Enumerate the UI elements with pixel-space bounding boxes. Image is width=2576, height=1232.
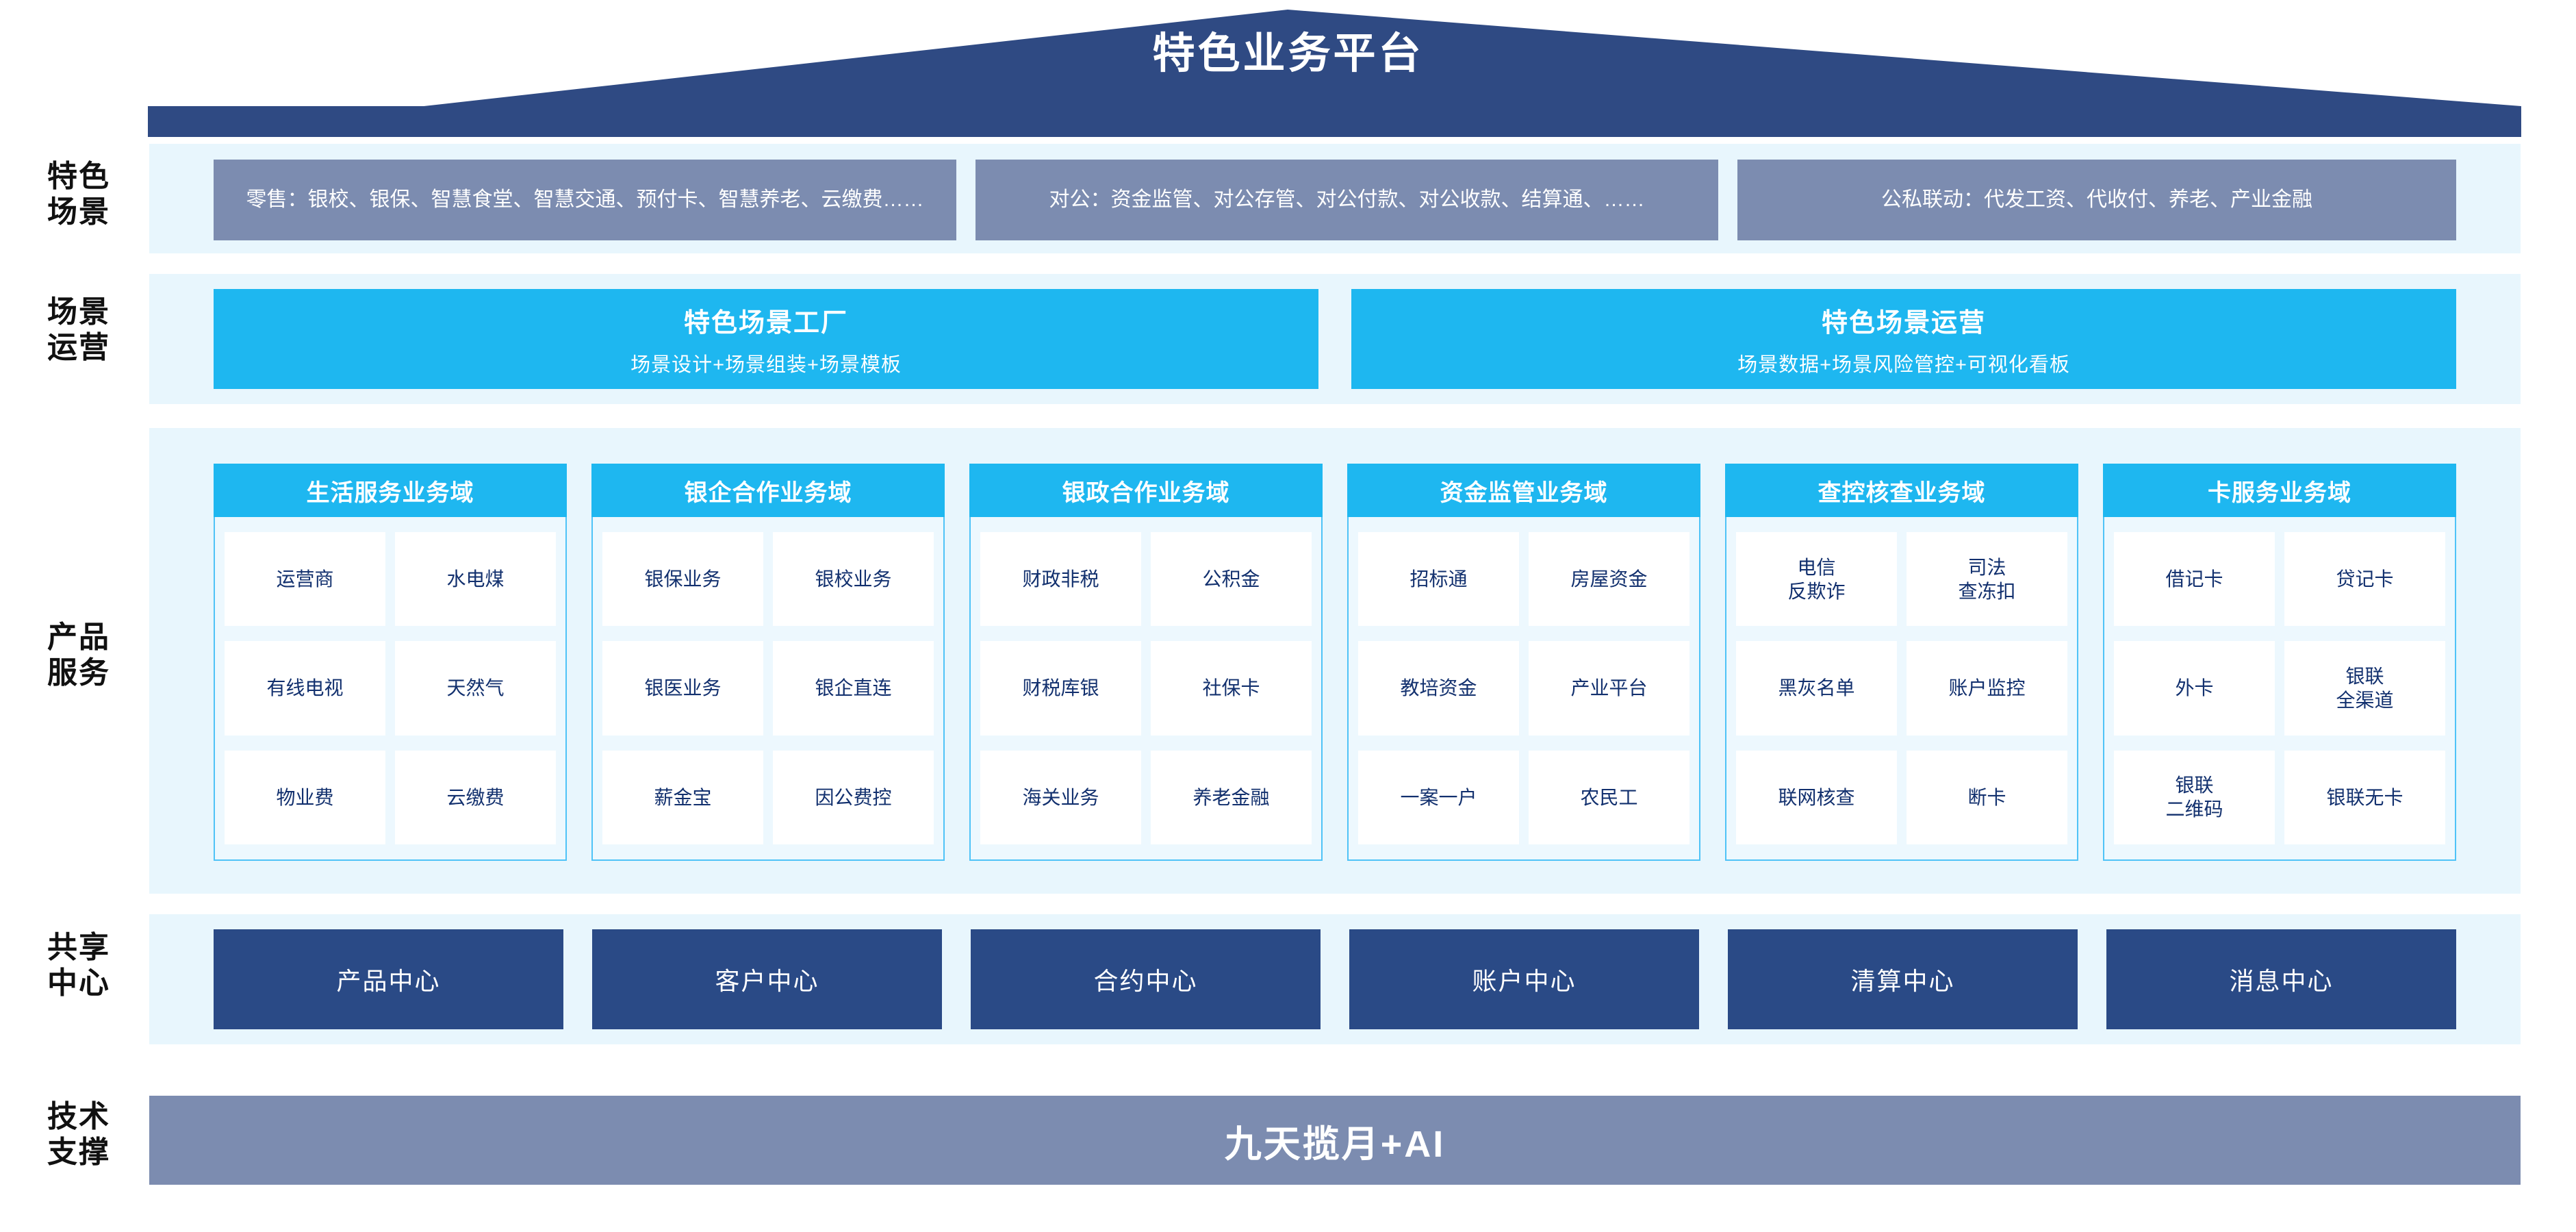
shared-center-product[interactable]: 产品中心 <box>214 929 563 1029</box>
operation-box-operations[interactable]: 特色场景运营 场景数据+场景风险管控+可视化看板 <box>1351 289 2456 389</box>
domain-item[interactable]: 断卡 <box>1907 750 2067 844</box>
shared-center-clearing[interactable]: 清算中心 <box>1728 929 2078 1029</box>
domain-item[interactable]: 云缴费 <box>395 750 556 844</box>
domain-item[interactable]: 水电煤 <box>395 532 556 627</box>
rail-label-operation: 场景 运营 <box>47 295 110 364</box>
operation-operations-subtitle: 场景数据+场景风险管控+可视化看板 <box>1737 353 2070 376</box>
domain-item[interactable]: 外卡 <box>2114 641 2275 736</box>
domain-item[interactable]: 教培资金 <box>1358 641 1519 736</box>
shared-center-message[interactable]: 消息中心 <box>2106 929 2456 1029</box>
domain-item[interactable]: 社保卡 <box>1151 641 1312 736</box>
domain-item[interactable]: 账户监控 <box>1907 641 2067 736</box>
operation-band: 特色场景工厂 场景设计+场景组装+场景模板 特色场景运营 场景数据+场景风险管控… <box>149 274 2521 404</box>
domain-item[interactable]: 一案一户 <box>1358 750 1519 844</box>
domain-title-bank-enterprise: 银企合作业务域 <box>591 464 945 517</box>
domain-title-fund-supervision: 资金监管业务域 <box>1347 464 1700 517</box>
domain-item[interactable]: 物业费 <box>225 750 385 844</box>
rail-label-shared: 共享 中心 <box>47 931 110 1000</box>
domain-item[interactable]: 银企直连 <box>773 641 934 736</box>
domain-card-card-service[interactable]: 卡服务业务域 借记卡 贷记卡 外卡 银联 全渠道 银联 二维码 银联无卡 <box>2103 464 2456 861</box>
product-domain-row: 生活服务业务域 运营商 水电煤 有线电视 天然气 物业费 云缴费 银企合作业务域… <box>214 464 2456 861</box>
domain-item-grid: 电信 反欺诈 司法 查冻扣 黑灰名单 账户监控 联网核查 断卡 <box>1726 517 2077 859</box>
platform-header: 特色业务平台 <box>0 0 2576 140</box>
domain-item[interactable]: 财政非税 <box>980 532 1141 627</box>
domain-card-life-service[interactable]: 生活服务业务域 运营商 水电煤 有线电视 天然气 物业费 云缴费 <box>214 464 567 861</box>
shared-center-row: 产品中心 客户中心 合约中心 账户中心 清算中心 消息中心 <box>214 929 2456 1029</box>
domain-item[interactable]: 薪金宝 <box>602 750 763 844</box>
shared-center-account[interactable]: 账户中心 <box>1349 929 1699 1029</box>
shared-center-customer[interactable]: 客户中心 <box>592 929 942 1029</box>
domain-item[interactable]: 贷记卡 <box>2284 532 2445 627</box>
domain-title-life-service: 生活服务业务域 <box>214 464 567 517</box>
scene-box-linkage[interactable]: 公私联动：代发工资、代收付、养老、产业金融 <box>1737 160 2456 240</box>
scene-box-row: 零售：银校、银保、智慧食堂、智慧交通、预付卡、智慧养老、云缴费…… 对公：资金监… <box>214 160 2456 240</box>
operation-box-factory[interactable]: 特色场景工厂 场景设计+场景组装+场景模板 <box>214 289 1318 389</box>
domain-item[interactable]: 银保业务 <box>602 532 763 627</box>
domain-item-grid: 运营商 水电煤 有线电视 天然气 物业费 云缴费 <box>215 517 565 859</box>
rail-label-scene: 特色 场景 <box>47 160 110 229</box>
domain-item[interactable]: 海关业务 <box>980 750 1141 844</box>
scene-band: 零售：银校、银保、智慧食堂、智慧交通、预付卡、智慧养老、云缴费…… 对公：资金监… <box>149 144 2521 253</box>
domain-item[interactable]: 有线电视 <box>225 641 385 736</box>
domain-item[interactable]: 房屋资金 <box>1529 532 1689 627</box>
domain-item[interactable]: 电信 反欺诈 <box>1736 532 1897 627</box>
domain-item[interactable]: 产业平台 <box>1529 641 1689 736</box>
domain-item[interactable]: 司法 查冻扣 <box>1907 532 2067 627</box>
domain-item-grid: 财政非税 公积金 财税库银 社保卡 海关业务 养老金融 <box>971 517 1321 859</box>
domain-item[interactable]: 银校业务 <box>773 532 934 627</box>
operation-box-row: 特色场景工厂 场景设计+场景组装+场景模板 特色场景运营 场景数据+场景风险管控… <box>214 289 2456 389</box>
domain-item-grid: 银保业务 银校业务 银医业务 银企直连 薪金宝 因公费控 <box>593 517 943 859</box>
scene-box-retail[interactable]: 零售：银校、银保、智慧食堂、智慧交通、预付卡、智慧养老、云缴费…… <box>214 160 956 240</box>
domain-item[interactable]: 招标通 <box>1358 532 1519 627</box>
scene-box-corporate[interactable]: 对公：资金监管、对公存管、对公付款、对公收款、结算通、…… <box>975 160 1718 240</box>
domain-title-investigation: 查控核查业务域 <box>1725 464 2078 517</box>
domain-item[interactable]: 农民工 <box>1529 750 1689 844</box>
domain-item[interactable]: 借记卡 <box>2114 532 2275 627</box>
domain-item[interactable]: 因公费控 <box>773 750 934 844</box>
roof-shape-icon <box>148 10 2521 137</box>
domain-item[interactable]: 运营商 <box>225 532 385 627</box>
domain-item[interactable]: 公积金 <box>1151 532 1312 627</box>
domain-item[interactable]: 联网核查 <box>1736 750 1897 844</box>
domain-card-investigation[interactable]: 查控核查业务域 电信 反欺诈 司法 查冻扣 黑灰名单 账户监控 联网核查 断卡 <box>1725 464 2078 861</box>
domain-card-fund-supervision[interactable]: 资金监管业务域 招标通 房屋资金 教培资金 产业平台 一案一户 农民工 <box>1347 464 1700 861</box>
domain-item[interactable]: 银联无卡 <box>2284 750 2445 844</box>
domain-item[interactable]: 银医业务 <box>602 641 763 736</box>
page-title: 特色业务平台 <box>1152 30 1424 77</box>
domain-item[interactable]: 银联 二维码 <box>2114 750 2275 844</box>
shared-center-band: 产品中心 客户中心 合约中心 账户中心 清算中心 消息中心 <box>149 914 2521 1044</box>
domain-item[interactable]: 天然气 <box>395 641 556 736</box>
product-band: 生活服务业务域 运营商 水电煤 有线电视 天然气 物业费 云缴费 银企合作业务域… <box>149 428 2521 894</box>
domain-item-grid: 借记卡 贷记卡 外卡 银联 全渠道 银联 二维码 银联无卡 <box>2104 517 2455 859</box>
domain-item-grid: 招标通 房屋资金 教培资金 产业平台 一案一户 农民工 <box>1349 517 1699 859</box>
shared-center-contract[interactable]: 合约中心 <box>971 929 1321 1029</box>
rail-label-tech: 技术 支撑 <box>47 1100 110 1169</box>
tech-support-bar[interactable]: 九天揽月+AI <box>149 1096 2521 1185</box>
domain-item[interactable]: 黑灰名单 <box>1736 641 1897 736</box>
operation-operations-title: 特色场景运营 <box>1821 308 1986 338</box>
domain-card-bank-government[interactable]: 银政合作业务域 财政非税 公积金 财税库银 社保卡 海关业务 养老金融 <box>969 464 1323 861</box>
domain-card-bank-enterprise[interactable]: 银企合作业务域 银保业务 银校业务 银医业务 银企直连 薪金宝 因公费控 <box>591 464 945 861</box>
operation-factory-title: 特色场景工厂 <box>683 308 848 338</box>
operation-factory-subtitle: 场景设计+场景组装+场景模板 <box>630 353 902 376</box>
domain-item[interactable]: 银联 全渠道 <box>2284 641 2445 736</box>
domain-title-bank-government: 银政合作业务域 <box>969 464 1323 517</box>
domain-title-card-service: 卡服务业务域 <box>2103 464 2456 517</box>
domain-item[interactable]: 养老金融 <box>1151 750 1312 844</box>
domain-item[interactable]: 财税库银 <box>980 641 1141 736</box>
rail-label-product: 产品 服务 <box>47 620 110 690</box>
